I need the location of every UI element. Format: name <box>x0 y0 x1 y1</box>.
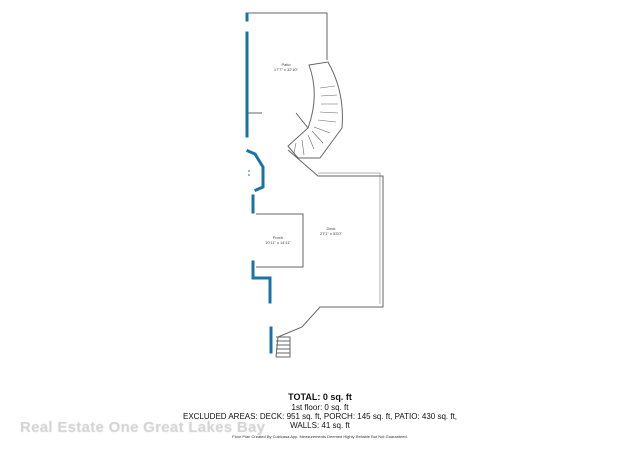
total-area: TOTAL: 0 sq. ft <box>288 392 352 402</box>
patio-dims: 17'7" x 32'10" <box>274 67 299 72</box>
entry-stair <box>276 336 291 358</box>
wall-tick <box>248 170 250 176</box>
first-floor-area: 1st floor: 0 sq. ft <box>291 403 349 412</box>
patio-label: Patio <box>281 62 291 67</box>
wall-porch-side <box>251 260 272 304</box>
porch-label: Porch <box>273 235 283 240</box>
deck-outline <box>275 149 384 358</box>
patio-outline <box>246 12 328 129</box>
deck-label: Deck <box>326 226 335 231</box>
stair-treads <box>293 85 339 156</box>
walls-area: WALLS: 41 sq. ft <box>290 421 350 430</box>
watermark: Real Estate One Great Lakes Bay <box>20 419 266 436</box>
porch-dims: 10'11" x 14'11" <box>265 240 291 245</box>
wall-bay <box>246 149 265 192</box>
deck-dims: 27'1" x 53'0" <box>320 231 343 236</box>
credit-note: Floor Plan Created By Cubicasa App. Meas… <box>232 434 408 439</box>
floor-plan: Patio 17'7" x 32'10" Porch 10'11" x 14'1… <box>245 12 384 358</box>
porch-outline <box>256 213 304 268</box>
stair-curve <box>287 61 343 159</box>
excluded-areas: EXCLUDED AREAS: DECK: 951 sq. ft, PORCH:… <box>182 412 458 421</box>
deck-inner-outline <box>318 172 381 304</box>
